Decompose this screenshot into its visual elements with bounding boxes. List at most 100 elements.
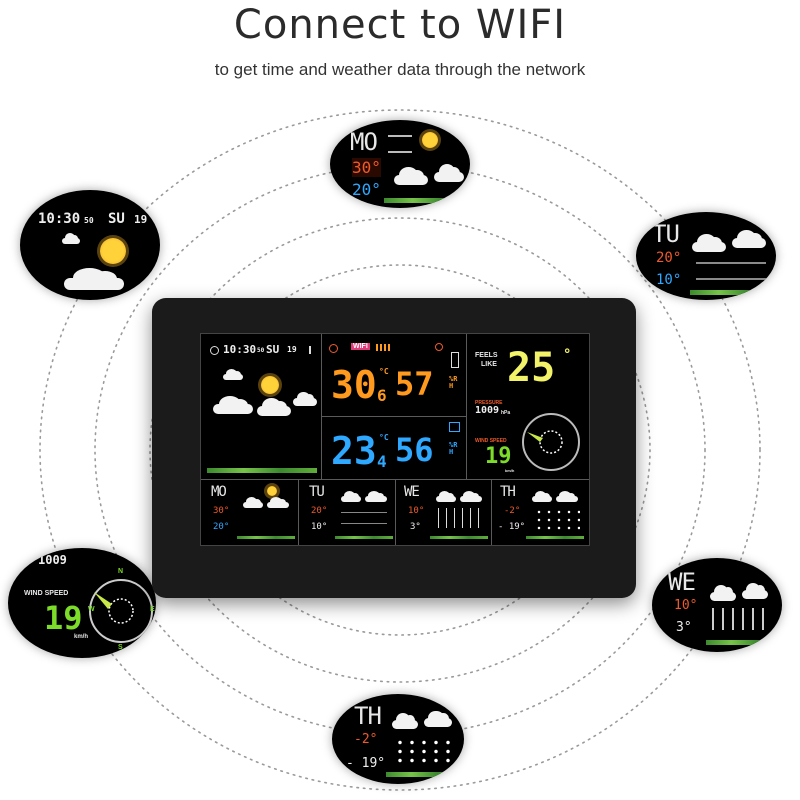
sun-icon xyxy=(422,132,438,148)
forecast-high-temp: 10° xyxy=(674,598,698,613)
cloud-icon xyxy=(732,230,766,248)
indoor-humidity: 56 xyxy=(395,431,434,469)
grass-icon xyxy=(384,198,470,203)
bubble-tuesday-forecast: TU 20° 10° xyxy=(636,212,776,300)
signal-bars-icon xyxy=(376,344,392,351)
divider xyxy=(491,479,492,545)
indoor-temp-unit: °C xyxy=(379,433,389,442)
forecast-high-temp: 30° xyxy=(213,506,230,516)
outdoor-temp: 30 xyxy=(331,363,377,407)
outdoor-temp-decimal: 6 xyxy=(377,386,387,405)
cloud-icon xyxy=(243,497,263,508)
forecast-day-label: TU xyxy=(652,220,680,248)
forecast-low-temp: 10° xyxy=(656,272,682,288)
wind-speed-unit: km/h xyxy=(74,634,89,640)
cloud-icon xyxy=(556,491,578,502)
grass-icon xyxy=(430,536,488,539)
cloud-icon xyxy=(365,491,387,502)
forecast-day-label: WE xyxy=(668,568,696,596)
snow-icon xyxy=(394,738,452,764)
grass-icon xyxy=(237,536,295,539)
compass-icon xyxy=(89,579,153,643)
forecast-day-label: TU xyxy=(309,484,325,500)
indoor-temp: 23 xyxy=(331,429,377,473)
sun-icon xyxy=(261,376,279,394)
screen-date: 19 xyxy=(287,345,297,354)
thermometer-icon xyxy=(309,346,311,354)
divider xyxy=(298,479,299,545)
forecast-day-label: TH xyxy=(500,484,516,500)
sun-icon xyxy=(267,486,277,496)
snow-icon xyxy=(534,508,580,530)
compass-north: N xyxy=(118,568,124,575)
home-icon xyxy=(449,422,460,432)
cloud-icon xyxy=(341,491,361,502)
feels-like-label: FEELS xyxy=(475,352,498,359)
cloud-icon xyxy=(742,582,768,599)
wind-speed-unit: km/h xyxy=(505,468,515,473)
divider xyxy=(321,416,466,417)
grass-icon xyxy=(526,536,584,539)
forecast-day-wednesday: WE 10° 3° xyxy=(396,480,491,545)
pressure-label: PRESSURE xyxy=(475,400,503,406)
outdoor-humidity: 57 xyxy=(395,365,434,403)
indoor-temp-decimal: 4 xyxy=(377,452,387,471)
cloud-icon xyxy=(532,491,552,502)
wind-speed-value: 19 xyxy=(44,599,83,637)
screen-seconds: 50 xyxy=(257,347,265,354)
cloud-icon xyxy=(392,712,418,729)
forecast-day-label: WE xyxy=(404,484,420,500)
forecast-high-temp: 10° xyxy=(408,506,425,516)
forecast-day-thursday: TH -2° - 19° xyxy=(492,480,589,545)
bubble-clock: 10:30 50 SU 19 xyxy=(20,190,160,300)
outdoor-humidity-unit: %RH xyxy=(449,375,458,390)
divider xyxy=(466,334,467,479)
battery-icon xyxy=(451,352,459,368)
forecast-day-label: MO xyxy=(350,128,378,156)
feels-like-label-2: LIKE xyxy=(481,361,497,368)
divider xyxy=(321,334,322,479)
weather-station-screen: 10:30 50 SU 19 WIFI 30 °C 6 57 %RH 23 °C… xyxy=(200,333,590,546)
bubble-wind-speed: 1009 WIND SPEED 19 km/h N E S W xyxy=(8,548,156,658)
rain-icon xyxy=(712,608,768,630)
cloud-icon xyxy=(267,497,289,508)
cloud-icon xyxy=(692,234,726,252)
forecast-low-temp: 3° xyxy=(676,620,692,635)
compass-icon xyxy=(522,413,580,471)
fog-icon xyxy=(341,512,387,524)
forecast-strip: MO 30° 20° TU 20° 10° WE 10° 3° xyxy=(201,480,589,545)
ring-3 xyxy=(149,217,651,683)
forecast-high-temp: -2° xyxy=(504,506,521,516)
ring-outer xyxy=(39,109,761,791)
forecast-low-temp: 10° xyxy=(311,522,328,532)
compass-east: E xyxy=(150,606,155,613)
fog-icon xyxy=(696,262,766,280)
alarm-clock-icon xyxy=(329,344,338,353)
compass-south: S xyxy=(118,644,123,651)
forecast-day-monday: MO 30° 20° xyxy=(201,480,298,545)
wind-speed-label: WIND SPEED xyxy=(24,590,69,597)
cloud-icon xyxy=(424,710,452,727)
sun-icon xyxy=(100,238,126,264)
bubble-thursday-forecast: TH -2° - 19° xyxy=(332,694,464,784)
cloud-icon xyxy=(62,233,80,244)
forecast-low-temp: - 19° xyxy=(498,522,526,532)
screen-day: SU xyxy=(266,343,280,356)
screen-time: 10:30 xyxy=(223,343,257,356)
wifi-badge: WIFI xyxy=(351,343,370,350)
grass-icon xyxy=(386,772,462,777)
clock-date: 19 xyxy=(134,213,148,226)
wind-speed-value: 19 xyxy=(485,444,512,469)
cloud-icon xyxy=(394,167,428,185)
indoor-humidity-unit: %RH xyxy=(449,441,458,456)
forecast-high-temp: 20° xyxy=(656,250,682,266)
refresh-icon xyxy=(435,343,443,351)
forecast-low-temp: 20° xyxy=(213,522,230,532)
wind-speed-label: WIND SPEED xyxy=(475,438,507,444)
grass-icon xyxy=(690,290,776,295)
cloud-icon xyxy=(213,396,253,414)
bubble-monday-forecast: MO 30° 20° xyxy=(330,120,470,208)
forecast-day-label: MO xyxy=(211,484,227,500)
compass-west: W xyxy=(88,606,95,613)
grass-icon xyxy=(335,536,393,539)
